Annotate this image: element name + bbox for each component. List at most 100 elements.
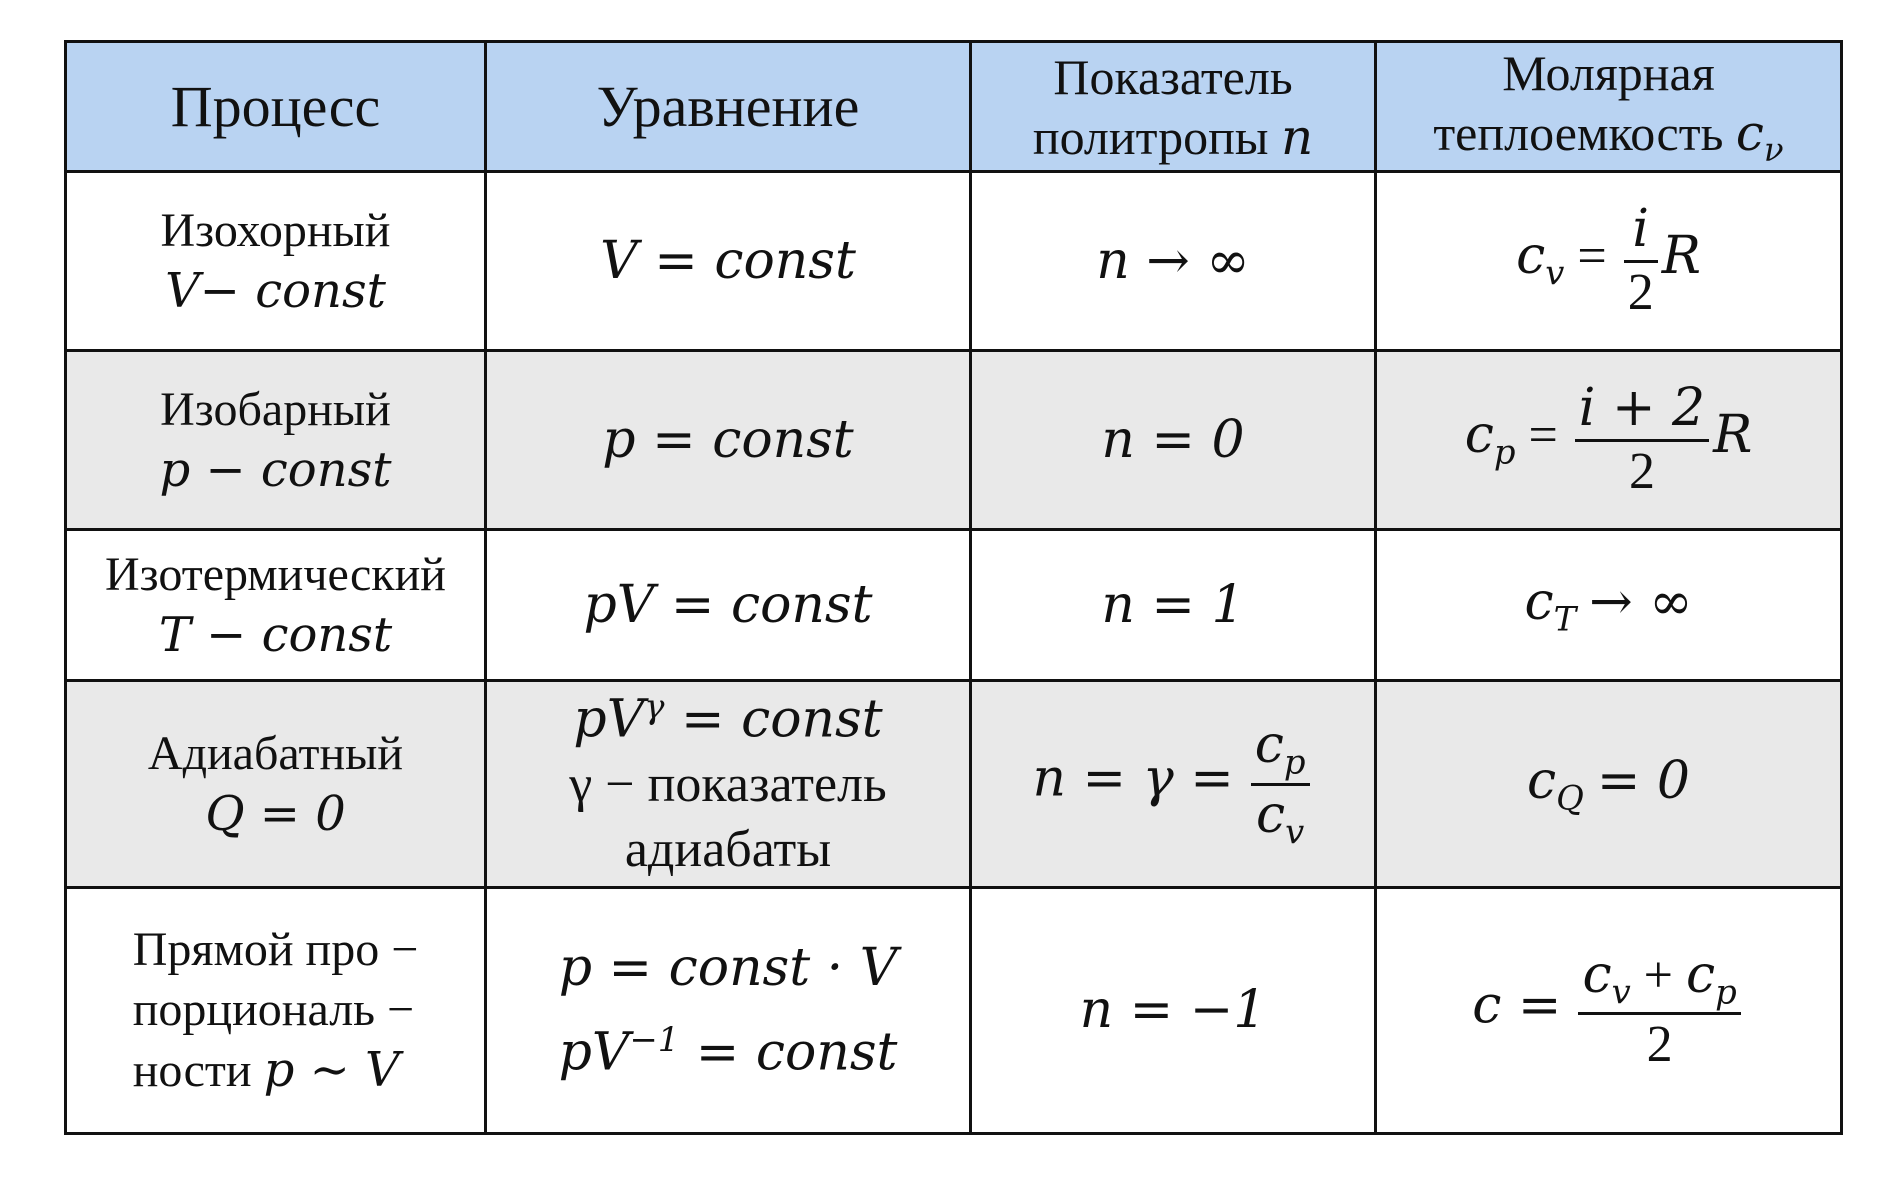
table-row: Изохорный V− const V = const n → ∞ cv = … [64,170,1843,352]
equation-rhs: = const [664,689,883,750]
header-index-symbol: n [1280,107,1314,166]
numerator-term-a-sub: v [1611,972,1631,1012]
fraction: cp cv [1250,715,1310,852]
table-row: Прямой про − порциональ − ности p ∼ V p … [64,886,1843,1135]
heat-subscript: p [1493,432,1516,472]
table-row: Изотермический T − const pV = const n = … [64,528,1843,682]
fraction: cv + cp 2 [1578,944,1741,1075]
process-name: Адиабатный [147,727,404,780]
header-heat: Молярная теплоемкость cν [1374,40,1843,173]
header-equation-label: Уравнение [596,73,860,139]
heat-subscript: v [1545,253,1565,293]
equation: p = const · V [558,937,898,998]
process-name: Изотермический [105,548,446,601]
process-name-block: Прямой про − порциональ − ности p ∼ V [133,920,419,1101]
gas-constant: R [1713,404,1753,465]
denominator-subscript: v [1285,811,1305,851]
equation-base: pV [558,1022,630,1083]
plus-sign: + [1630,946,1686,1004]
fraction-denominator: 2 [1628,442,1655,500]
process-name-line3: ности p ∼ V [133,1040,419,1101]
equals-sign: = [1577,227,1607,285]
fraction-numerator: cv + cp [1578,944,1741,1016]
heat-symbol: c [1524,571,1554,632]
index-cell: n = 0 [969,349,1377,531]
header-equation: Уравнение [484,40,972,173]
gas-constant: R [1661,225,1701,286]
process-name-cell: Изотермический T − const [64,528,487,682]
fraction-numerator: cp [1250,715,1310,786]
equation-cell: pV = const [484,528,972,682]
heat-value: → ∞ [1589,571,1693,632]
heat-symbol: c [1516,225,1546,286]
polytropic-index: n → ∞ [1096,230,1250,291]
equation: pVγ = const [493,686,963,752]
header-heat-sub: ν [1763,131,1784,169]
heat-capacity-cell: cp = i + 2 2 R [1374,349,1843,531]
equation-base: pV [573,689,645,750]
process-name-text: ности [132,1044,252,1097]
header-heat-symbol: c [1735,104,1764,162]
equation-exponent: −1 [629,1019,680,1059]
fraction-numerator: i + 2 [1574,378,1710,442]
header-process: Процесс [64,40,487,173]
numerator-term-b: c [1686,944,1716,1005]
numerator-subscript: p [1283,742,1306,782]
process-condition: p − const [159,442,392,498]
fraction-denominator: cv [1251,784,1310,852]
header-index: Показатель политропы n [969,40,1377,173]
index-cell: n = 1 [969,528,1377,682]
header-heat-line2: теплоемкость cν [1383,103,1834,170]
table-row: Изобарный p − const p = const n = 0 cp =… [64,349,1843,531]
equation-alt: pV−1 = const [493,1019,963,1085]
equation: p = const [602,409,854,470]
heat-subscript: T [1553,599,1577,639]
table-row: Адиабатный Q = 0 pVγ = const γ − показат… [64,679,1843,889]
process-condition: Q = 0 [205,786,346,842]
fraction-numerator: i [1623,199,1658,263]
process-name-cell: Прямой про − порциональ − ности p ∼ V [64,886,487,1135]
header-process-label: Процесс [170,73,381,139]
process-condition: V− const [165,263,386,319]
numerator-term-a: c [1582,944,1612,1005]
equation-note-cont: адиабаты [624,821,832,879]
polytropic-index: n = 1 [1101,574,1245,635]
header-index-line2: политропы n [978,107,1368,167]
denominator-symbol: c [1256,784,1286,845]
fraction-denominator: 2 [1646,1016,1673,1074]
heat-capacity-cell: c = cv + cp 2 [1374,886,1843,1135]
polytropic-index: n = 0 [1101,409,1245,470]
process-name-cell: Изобарный p − const [64,349,487,531]
numerator-symbol: c [1254,715,1284,776]
equals-sign: = [1528,406,1558,464]
equation-exponent: γ [644,686,665,726]
equation-cell: p = const · V pV−1 = const [484,886,972,1135]
process-condition: p ∼ V [263,1042,400,1098]
header-index-text: политропы [1032,108,1269,165]
process-name: Изобарный [160,383,391,436]
heat-symbol: c [1464,404,1494,465]
process-table: Процесс Уравнение Показатель политропы n… [64,40,1843,1135]
process-name-cell: Изохорный V− const [64,170,487,352]
heat-capacity-cell: cv = i 2 R [1374,170,1843,352]
polytropic-index: n = −1 [1079,980,1267,1040]
equation-rhs: = const [679,1022,898,1083]
process-name-line1: Прямой про − [132,923,419,976]
heat-capacity-cell: cT → ∞ [1374,528,1843,682]
header-index-line1: Показатель [1053,48,1293,105]
index-cell: n = −1 [969,886,1377,1135]
heat-subscript: Q [1556,778,1584,818]
index-cell: n → ∞ [969,170,1377,352]
polytropic-index: n = γ = [1032,748,1234,809]
heat-capacity-cell: cQ = 0 [1374,679,1843,889]
header-row: Процесс Уравнение Показатель политропы n… [64,40,1843,173]
equation-note: γ − показатель [569,756,887,814]
equation-cell: p = const [484,349,972,531]
equation: pV = const [583,574,873,635]
fraction: i 2 [1623,199,1658,323]
numerator-term-b-sub: p [1715,972,1737,1012]
heat-symbol: c [1526,750,1557,811]
process-name: Изохорный [160,204,391,257]
heat-value: = 0 [1596,750,1691,811]
process-condition: T − const [158,607,393,663]
